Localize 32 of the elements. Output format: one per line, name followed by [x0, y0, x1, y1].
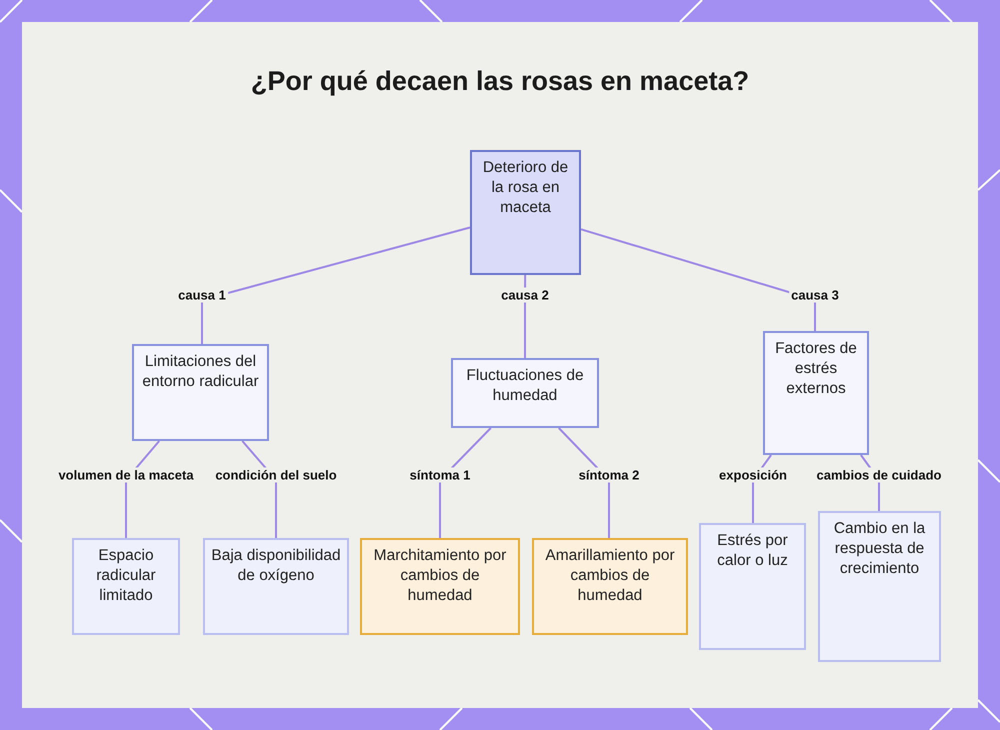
node-text: Fluctuaciones de humedad [465, 366, 585, 406]
node-text: Limitaciones del entorno radicular [141, 352, 260, 392]
edge-label: condición del suelo [213, 468, 339, 482]
cause-box [451, 358, 599, 428]
node-text: Baja disponibilidad de oxígeno [211, 546, 341, 586]
edge-label: síntoma 2 [576, 468, 642, 482]
edge-label: causa 1 [176, 288, 228, 302]
node-text: Estrés por calor o luz [716, 531, 789, 571]
root-box [470, 150, 581, 275]
edge-label: cambios de cuidado [814, 468, 944, 482]
cause-box [72, 538, 180, 635]
edge-label: síntoma 1 [408, 468, 472, 482]
cause-box [818, 511, 941, 662]
node-text: Marchitamiento por cambios de humedad [372, 546, 508, 606]
cause-box [132, 344, 269, 441]
edge-label: causa 2 [499, 288, 551, 302]
connector-line [580, 228, 816, 331]
cause-box [699, 523, 806, 650]
cause-box [532, 538, 688, 635]
node-text: Factores de estrés externos [774, 339, 858, 399]
node-text: Deterioro de la rosa en maceta [482, 158, 570, 218]
edge-label: causa 3 [789, 288, 841, 302]
edge-label: exposición [717, 468, 789, 482]
title: ¿Por qué decaen las rosas en maceta? [250, 66, 750, 97]
node-text: Cambio en la respuesta de crecimiento [832, 519, 926, 579]
connector-line [201, 226, 470, 344]
node-text: Amarillamiento por cambios de humedad [544, 546, 676, 606]
node-text: Espacio radicular limitado [95, 546, 157, 606]
edge-label: volumen de la maceta [56, 468, 196, 482]
cause-box [203, 538, 349, 635]
cause-box [360, 538, 520, 635]
cause-box [763, 331, 869, 455]
